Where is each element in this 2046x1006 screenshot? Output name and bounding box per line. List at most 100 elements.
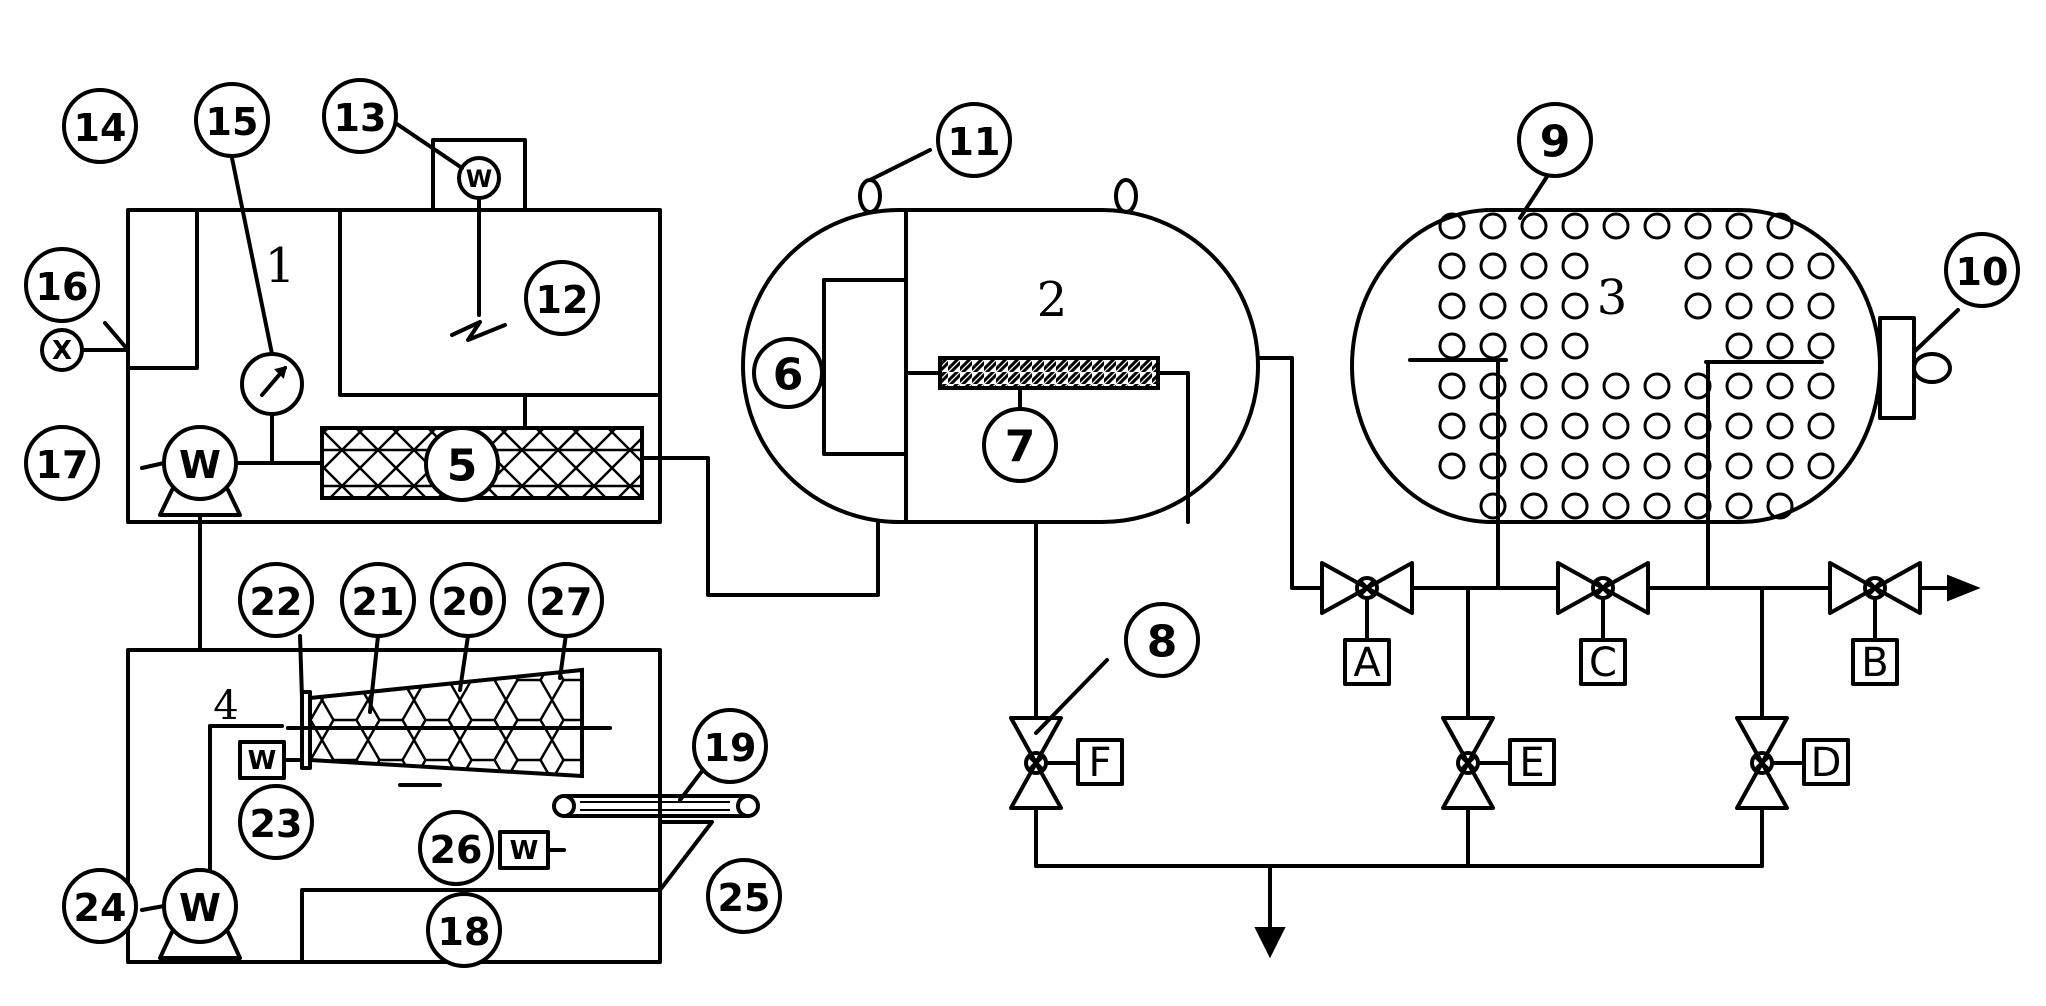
bubble	[1479, 252, 1507, 280]
valve-a-label: A	[1353, 640, 1381, 686]
callout-leaders	[103, 120, 1552, 912]
bubble	[1561, 492, 1589, 520]
valve-d-label: D	[1811, 740, 1842, 786]
bubble	[1479, 492, 1507, 520]
bubble	[1807, 332, 1835, 360]
motor-13-symbol: W	[466, 165, 492, 193]
bubble	[1766, 412, 1794, 440]
callout-10-text: 10	[1956, 250, 2009, 294]
bubble	[1520, 252, 1548, 280]
valve-e: E	[1441, 716, 1556, 810]
bubble	[1766, 452, 1794, 480]
bubble	[1561, 372, 1589, 400]
callout-24: 24	[62, 868, 138, 944]
bubble	[1520, 332, 1548, 360]
bubble	[1561, 332, 1589, 360]
valve-b-label: B	[1861, 640, 1888, 686]
bubble	[1643, 212, 1671, 240]
callout-15: 15	[194, 82, 270, 158]
callout-11: 11	[936, 102, 1012, 178]
callout-27: 27	[528, 562, 604, 638]
valve-c: C	[1556, 561, 1650, 686]
callout-6: 6	[752, 337, 824, 409]
callout-8: 8	[1124, 602, 1200, 678]
callout-19: 19	[692, 708, 768, 784]
heating-element-7	[938, 356, 1160, 390]
bubble	[1807, 452, 1835, 480]
valve-b: B	[1828, 561, 1922, 686]
callout-10: 10	[1944, 232, 2020, 308]
callout-5: 5	[424, 426, 500, 502]
unit-4-tank	[126, 648, 760, 964]
callout-12: 12	[524, 260, 600, 336]
bubble	[1807, 292, 1835, 320]
callout-18-text: 18	[438, 910, 491, 954]
callout-24-text: 24	[74, 886, 127, 930]
callout-16-text: 16	[36, 265, 89, 309]
callout-12-text: 12	[536, 278, 589, 322]
pump-17: W	[158, 425, 242, 517]
callout-13-text: 13	[334, 96, 387, 140]
pump-17-symbol: W	[179, 443, 221, 487]
bubble	[1766, 252, 1794, 280]
callout-9-text: 9	[1540, 117, 1571, 168]
bubble	[1766, 212, 1794, 240]
bubble	[1766, 332, 1794, 360]
bubble	[1520, 292, 1548, 320]
bubble	[1602, 412, 1630, 440]
bubble	[1684, 492, 1712, 520]
bubble	[1561, 292, 1589, 320]
bubble	[1479, 452, 1507, 480]
callout-18: 18	[426, 892, 502, 968]
bubble	[1438, 212, 1466, 240]
conveyor-19	[552, 794, 760, 818]
unit-1-label: 1	[265, 238, 296, 294]
valve-e-label: E	[1519, 740, 1544, 786]
bubble	[1643, 372, 1671, 400]
callout-21: 21	[340, 562, 416, 638]
motor-23: W	[238, 740, 304, 780]
bubble	[1725, 492, 1753, 520]
bubble	[1766, 492, 1794, 520]
unit-2-label: 2	[1037, 272, 1068, 328]
bubble	[1725, 252, 1753, 280]
bubble	[1766, 292, 1794, 320]
bubble	[1438, 372, 1466, 400]
callout-14-text: 14	[74, 106, 127, 150]
motor-26-symbol: W	[510, 836, 539, 866]
unit-4-label: 4	[213, 683, 238, 729]
bubble	[1602, 372, 1630, 400]
callout-23: 23	[238, 784, 314, 860]
bubble	[1725, 452, 1753, 480]
bubble	[1561, 412, 1589, 440]
callout-23-text: 23	[250, 802, 303, 846]
bubble	[1643, 492, 1671, 520]
drum-21	[308, 667, 584, 779]
callout-7: 7	[982, 407, 1058, 483]
valve-a: A	[1320, 561, 1414, 686]
pump-24-symbol: W	[179, 886, 221, 930]
valve-d: D	[1735, 716, 1850, 810]
bubble	[1561, 212, 1589, 240]
callout-15-text: 15	[206, 100, 259, 144]
callout-9: 9	[1517, 102, 1593, 178]
pump-24: W	[158, 868, 242, 960]
motor-23-symbol: W	[248, 746, 277, 776]
bubble	[1684, 372, 1712, 400]
bubble	[1725, 212, 1753, 240]
bubble	[1807, 372, 1835, 400]
callout-26-text: 26	[430, 828, 483, 872]
bubble	[1479, 212, 1507, 240]
bubble	[1643, 412, 1671, 440]
bubble	[1807, 252, 1835, 280]
motor-13: W	[457, 156, 501, 200]
bubble	[1602, 212, 1630, 240]
callout-25-text: 25	[718, 876, 771, 920]
bubble	[1602, 492, 1630, 520]
callout-21-text: 21	[352, 580, 405, 624]
bubble	[1438, 452, 1466, 480]
bubble	[1561, 452, 1589, 480]
bubble	[1479, 332, 1507, 360]
bubble	[1520, 412, 1548, 440]
